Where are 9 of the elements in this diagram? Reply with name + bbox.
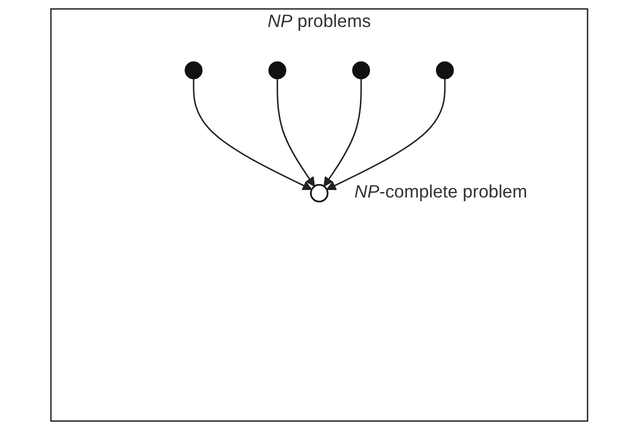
arrow bbox=[193, 78, 312, 190]
node-circle bbox=[436, 61, 454, 80]
node-circle bbox=[310, 184, 329, 202]
node-circle bbox=[268, 61, 287, 80]
arrow bbox=[276, 78, 316, 187]
node-circle bbox=[184, 61, 203, 80]
arrow bbox=[326, 78, 446, 190]
node-circle bbox=[352, 61, 370, 80]
arrow bbox=[324, 78, 362, 187]
